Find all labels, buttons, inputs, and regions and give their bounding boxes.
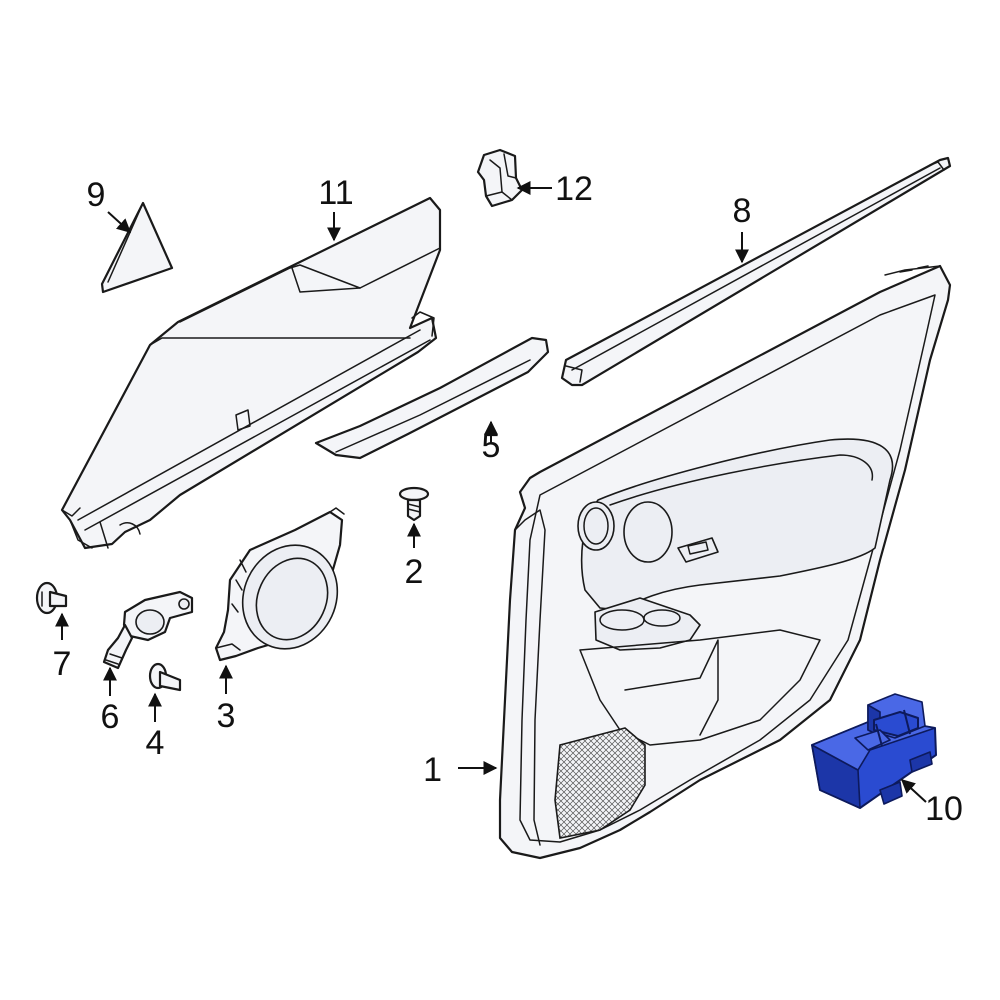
leader-10: [900, 779, 927, 803]
callout-1: 1: [423, 751, 442, 789]
callout-11: 11: [318, 174, 353, 212]
callout-12: 12: [555, 170, 593, 208]
part-10-window-switch[interactable]: [811, 693, 937, 809]
part-5-armrest-strip[interactable]: [314, 336, 550, 460]
callout-2: 2: [405, 553, 424, 591]
part-11-upper-trim-panel[interactable]: [60, 196, 442, 550]
part-1-door-panel[interactable]: [498, 264, 952, 860]
callout-6: 6: [101, 698, 120, 736]
part-3-speaker-grille[interactable]: [214, 507, 354, 664]
part-12-retainer-clip[interactable]: [476, 148, 524, 208]
leader-lines: [55, 181, 927, 803]
callout-7: 7: [53, 645, 72, 683]
callout-3: 3: [217, 697, 236, 735]
callout-4: 4: [146, 724, 165, 762]
part-7-pin-clip[interactable]: [35, 581, 68, 615]
callout-8: 8: [733, 192, 752, 230]
part-4-pin-clip[interactable]: [148, 662, 182, 692]
part-6-tweeter-harness[interactable]: [102, 590, 194, 670]
callout-labels: 1 2 3 4 5 6 7 8 9 10 11 12: [53, 170, 963, 828]
callout-9: 9: [87, 176, 106, 214]
leader-9: [107, 211, 132, 233]
callout-10: 10: [925, 790, 963, 828]
callout-5: 5: [482, 427, 501, 465]
part-8-weatherstrip[interactable]: [560, 156, 952, 387]
part-2-screw[interactable]: [398, 486, 430, 522]
part-9-corner-trim[interactable]: [100, 201, 174, 294]
